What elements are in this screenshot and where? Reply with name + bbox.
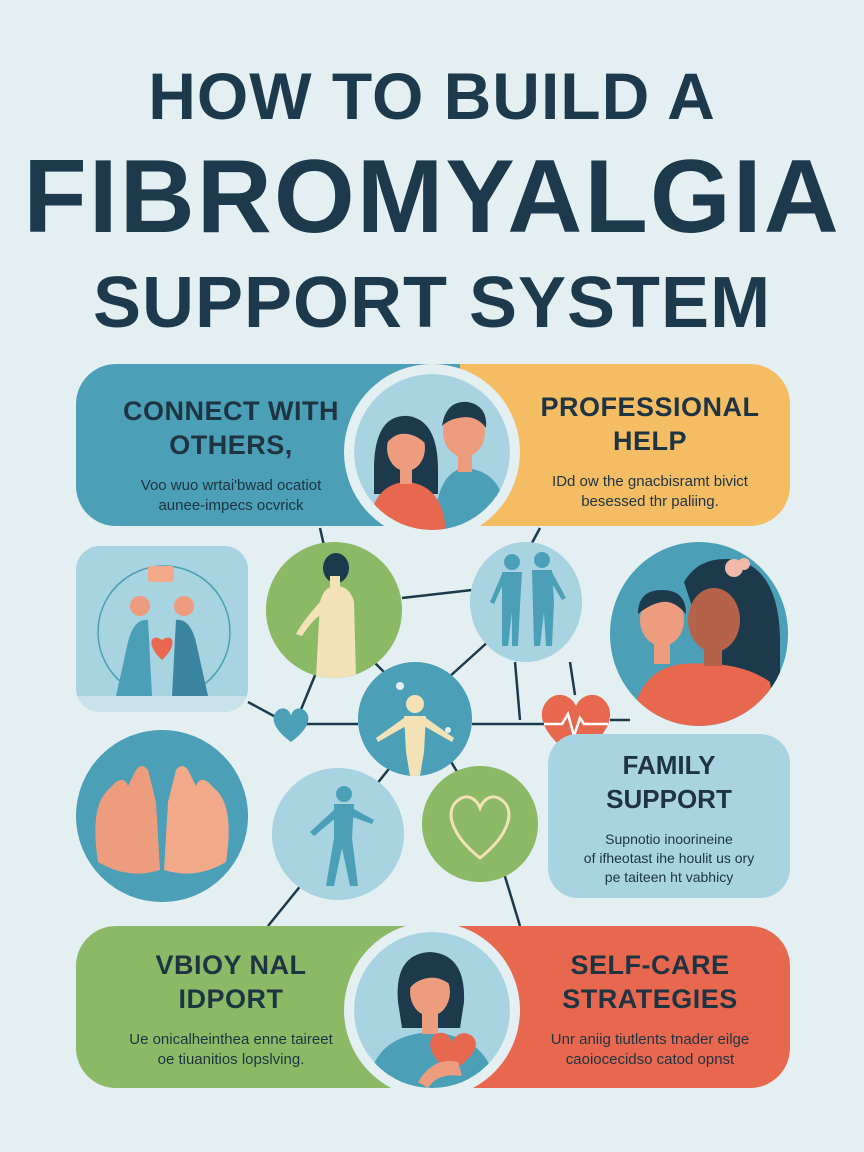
professional-heading-1: PROFESSIONAL [540, 392, 760, 422]
connect-heading-2: OTHERS, [169, 430, 293, 460]
emotional-body-2: oe tiuanitios lopslving. [157, 1051, 305, 1068]
selfcare-body-2: caoiocecidso catod opnst [565, 1051, 735, 1068]
standing-figure-illustration [266, 542, 402, 678]
heart-outline-icon [422, 766, 538, 882]
title-line-1: HOW TO BUILD A [148, 59, 716, 133]
walking-couple-illustration [470, 542, 582, 662]
title-line-3: SUPPORT SYSTEM [92, 263, 772, 343]
title-line-2: FIBROMYALGIA [23, 139, 841, 255]
selfcare-heading-1: SELF-CARE [570, 950, 730, 980]
small-heart-icon [273, 708, 309, 742]
open-hands-illustration [76, 730, 248, 902]
professional-body-2: besessed thr paliing. [581, 493, 719, 510]
two-women-illustration [610, 542, 788, 726]
professional-body-1: IDd ow the gnacbisramt bivict [552, 473, 748, 490]
connect-body-1: Voo wuo wrtai'bwad ocatiot [140, 477, 322, 494]
family-heading-2: SUPPORT [606, 784, 732, 814]
connect-heading-1: CONNECT WITH [123, 396, 339, 426]
selfcare-heading-2: STRATEGIES [562, 984, 738, 1014]
dancing-figure-illustration [272, 768, 404, 900]
meditating-figure-illustration [358, 662, 472, 776]
family-body-2: of ifheotast ihe houlit us ory [583, 850, 755, 866]
emotional-heading-2: IDPORT [178, 984, 284, 1014]
hands-heart-illustration [76, 546, 248, 712]
family-body-3: pe taiteen ht vabhicy [604, 869, 734, 885]
professional-heading-2: HELP [612, 426, 687, 456]
connect-body-2: aunee-impecs ocvrick [158, 497, 304, 514]
woman-holding-heart-illustration [344, 922, 520, 1098]
couple-illustration [344, 364, 520, 540]
family-body-1: Supnotio inoorineine [605, 831, 733, 847]
selfcare-body-1: Unr aniig tiutlents tnader eilge [550, 1031, 750, 1048]
emotional-heading-1: VBIOY NAL [155, 950, 307, 980]
emotional-body-1: Ue onicalheinthea enne taireet [129, 1031, 333, 1048]
family-support-card: FAMILY SUPPORT Supnotio inoorineine of i… [548, 734, 790, 898]
family-heading-1: FAMILY [622, 750, 716, 780]
